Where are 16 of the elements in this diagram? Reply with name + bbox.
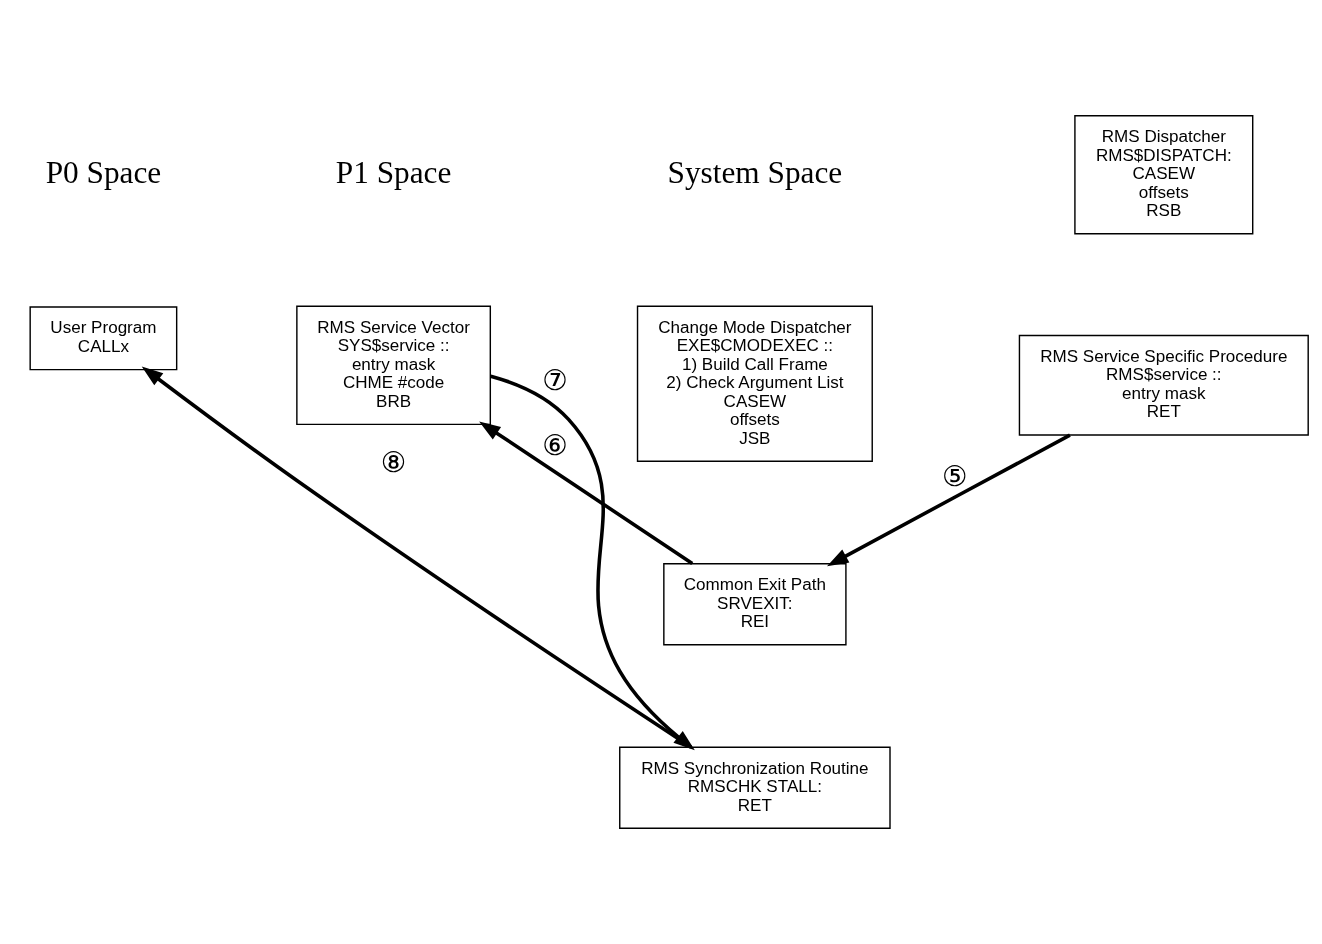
node-box: RMS Service Vector SYS$service :: entry mask CHME #code BRB	[296, 305, 491, 426]
arrow	[827, 433, 1071, 567]
node-box: Change Mode Dispatcher EXE$CMODEXEC :: 1) Build Call Frame 2) Check Argument List CASEW offsets JSB	[636, 305, 873, 463]
arrow	[479, 421, 694, 565]
node-box: RMS Synchronization Routine RMSCHK STALL: RET	[619, 746, 891, 829]
node-box: User Program CALLx	[29, 306, 178, 371]
edge-label: ⑧	[380, 446, 407, 479]
label: P1 Space	[335, 154, 452, 190]
label: System Space	[667, 154, 843, 190]
edge-label: ⑥	[542, 428, 568, 462]
node-box: RMS Dispatcher RMS$DISPATCH: CASEW offsets RSB	[1074, 115, 1254, 235]
node-box: Common Exit Path SRVEXIT: REI	[663, 563, 847, 646]
edge-label: ⑦	[542, 363, 568, 397]
label: P0 Space	[45, 154, 162, 190]
edge-label: ⑤	[941, 460, 968, 494]
node-box: RMS Service Specific Procedure RMS$service :: entry mask RET	[1018, 334, 1309, 436]
